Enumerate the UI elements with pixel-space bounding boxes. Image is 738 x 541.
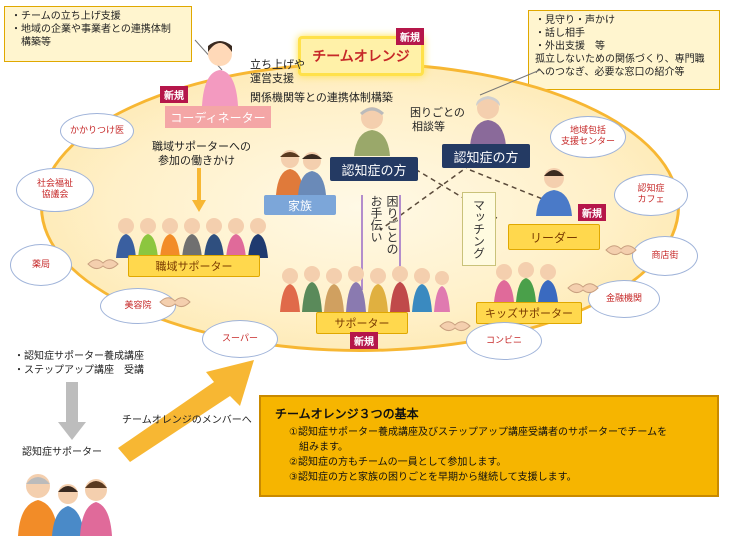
handshake-icon: [159, 297, 191, 308]
bubble-line: 支援センター: [560, 137, 615, 147]
member-arrow-text: チームオレンジのメンバーへ: [122, 415, 252, 426]
call-to-workplace-text: 参加の働きかけ: [158, 154, 235, 167]
leader-figure: [536, 168, 572, 216]
basics-title: チームオレンジ３つの基本: [275, 407, 419, 421]
kids-supporters-figure: [494, 262, 558, 302]
bubble-support-center: 地域包括支援センター: [550, 116, 626, 158]
leader-label: リーダー: [508, 224, 600, 250]
handshake-icon: [567, 283, 599, 294]
coordinator-role: 関係機関等との連携体制構築: [250, 91, 393, 104]
help-text: 困りごとの お手伝い: [368, 195, 400, 285]
up-arrow-icon: [58, 382, 86, 440]
bubble-text: 地域包括支援センター: [561, 126, 615, 148]
bubble-text: スーパー: [222, 333, 258, 344]
person-with-dementia-label: 認知症の方: [442, 144, 530, 168]
note-line: 孤立しないための関係づくり、専門職: [535, 54, 705, 65]
course-text: ・ステップアップ講座 受講: [14, 365, 144, 376]
bubble-shopping-street: 商店街: [632, 236, 698, 276]
bubble-supermarket: スーパー: [202, 320, 278, 358]
bubble-pharmacy: 薬局: [10, 244, 72, 286]
person-with-dementia-label: 認知症の方: [330, 157, 418, 181]
member-arrow-icon: [118, 360, 254, 462]
help-line: お手伝い: [369, 195, 383, 243]
top-left-note: ・チームの立ち上げ支援 ・地域の企業や事業者との連携体制 構築等: [4, 6, 192, 62]
basics-item: ③認知症の方と家族の困りごとを早期から継続して支援します。: [289, 472, 577, 483]
call-to-workplace-text: 職域サポーターへの: [152, 140, 251, 153]
dementia-supporters-figure: [18, 474, 112, 536]
matching-box: マッチング: [462, 192, 496, 266]
note-line: へのつなぎ、必要な窓口の紹介等: [535, 67, 685, 78]
new-badge: 新規: [350, 332, 378, 349]
bubble-text: コンビニ: [485, 335, 522, 346]
handshake-icon: [439, 321, 471, 332]
bubble-dementia-cafe: 認知症カフェ: [614, 174, 688, 216]
coordinator-role: 運営支援: [250, 72, 294, 85]
bubble-text: 社会福祉協議会: [37, 179, 73, 201]
handshake-icon: [605, 245, 637, 256]
elderly-woman-figure: [470, 96, 506, 146]
supporter-label: サポーター: [316, 312, 408, 334]
bubble-line: 認知症: [637, 184, 665, 194]
bubble-beauty-salon: 美容院: [100, 288, 176, 324]
top-right-note: ・見守り・声かけ ・話し相手 ・外出支援 等 孤立しないための関係づくり、専門職…: [528, 10, 720, 90]
basics-item: ①認知症サポーター養成講座及びステップアップ講座受講者のサポーターでチームを: [289, 427, 668, 438]
note-line: ・地域の企業や事業者との連携体制: [11, 24, 171, 35]
bubble-text: 認知症カフェ: [637, 184, 664, 206]
coordinator-role: 立ち上げや: [250, 58, 305, 71]
family-label: 家族: [264, 195, 336, 215]
new-badge: 新規: [160, 86, 188, 103]
help-line: 困りごとの: [385, 195, 399, 255]
bubble-text: かかりつけ医: [69, 125, 125, 136]
down-arrow-icon: [192, 168, 206, 212]
consult-text: 困りごとの: [410, 106, 465, 119]
bubble-welfare-council: 社会福祉協議会: [16, 168, 94, 212]
matching-label: マッチング: [471, 199, 486, 259]
bubble-text: 美容院: [124, 300, 152, 311]
workplace-supporters-figure: [116, 218, 268, 258]
supporters-group-figure: [280, 266, 450, 312]
bubble-line: カフェ: [637, 195, 665, 205]
title-text: チームオレンジ: [312, 49, 410, 65]
course-text: ・認知症サポーター養成講座: [14, 351, 144, 362]
new-badge: 新規: [578, 204, 606, 221]
coordinator-figure: [202, 41, 238, 106]
bubble-line: 社会福祉: [36, 179, 73, 189]
bubble-text: 薬局: [31, 259, 50, 270]
note-line: ・チームの立ち上げ支援: [11, 11, 121, 22]
workplace-supporter-label: 職域サポーター: [128, 255, 260, 277]
coordinator-label: コーディネーター: [165, 106, 271, 128]
note-line: 構築等: [11, 37, 51, 48]
bubble-text: 金融機関: [605, 293, 642, 304]
bubble-line: 協議会: [41, 190, 69, 200]
note-line: ・話し相手: [535, 28, 585, 39]
bubble-family-doctor: かかりつけ医: [60, 113, 134, 149]
dementia-supporter-label: 認知症サポーター: [22, 447, 102, 458]
bubble-convenience-store: コンビニ: [466, 322, 542, 360]
bubble-line: 地域包括: [569, 126, 606, 136]
basics-item: ②認知症の方もチームの一員として参加します。: [289, 457, 507, 468]
bubble-text: 商店街: [651, 250, 679, 261]
note-line: ・外出支援 等: [535, 41, 605, 52]
elderly-man-figure: [354, 107, 390, 156]
bubble-bank: 金融機関: [588, 280, 660, 318]
handshake-icon: [87, 259, 119, 270]
basics-item: 組みます。: [289, 442, 348, 453]
family-figure: [276, 150, 326, 195]
new-badge: 新規: [396, 28, 424, 45]
three-basics-box: チームオレンジ３つの基本 ①認知症サポーター養成講座及びステップアップ講座受講者…: [259, 395, 719, 497]
kids-supporter-label: キッズサポーター: [476, 302, 582, 324]
consult-text: 相談等: [412, 120, 445, 133]
note-line: ・見守り・声かけ: [535, 15, 615, 26]
